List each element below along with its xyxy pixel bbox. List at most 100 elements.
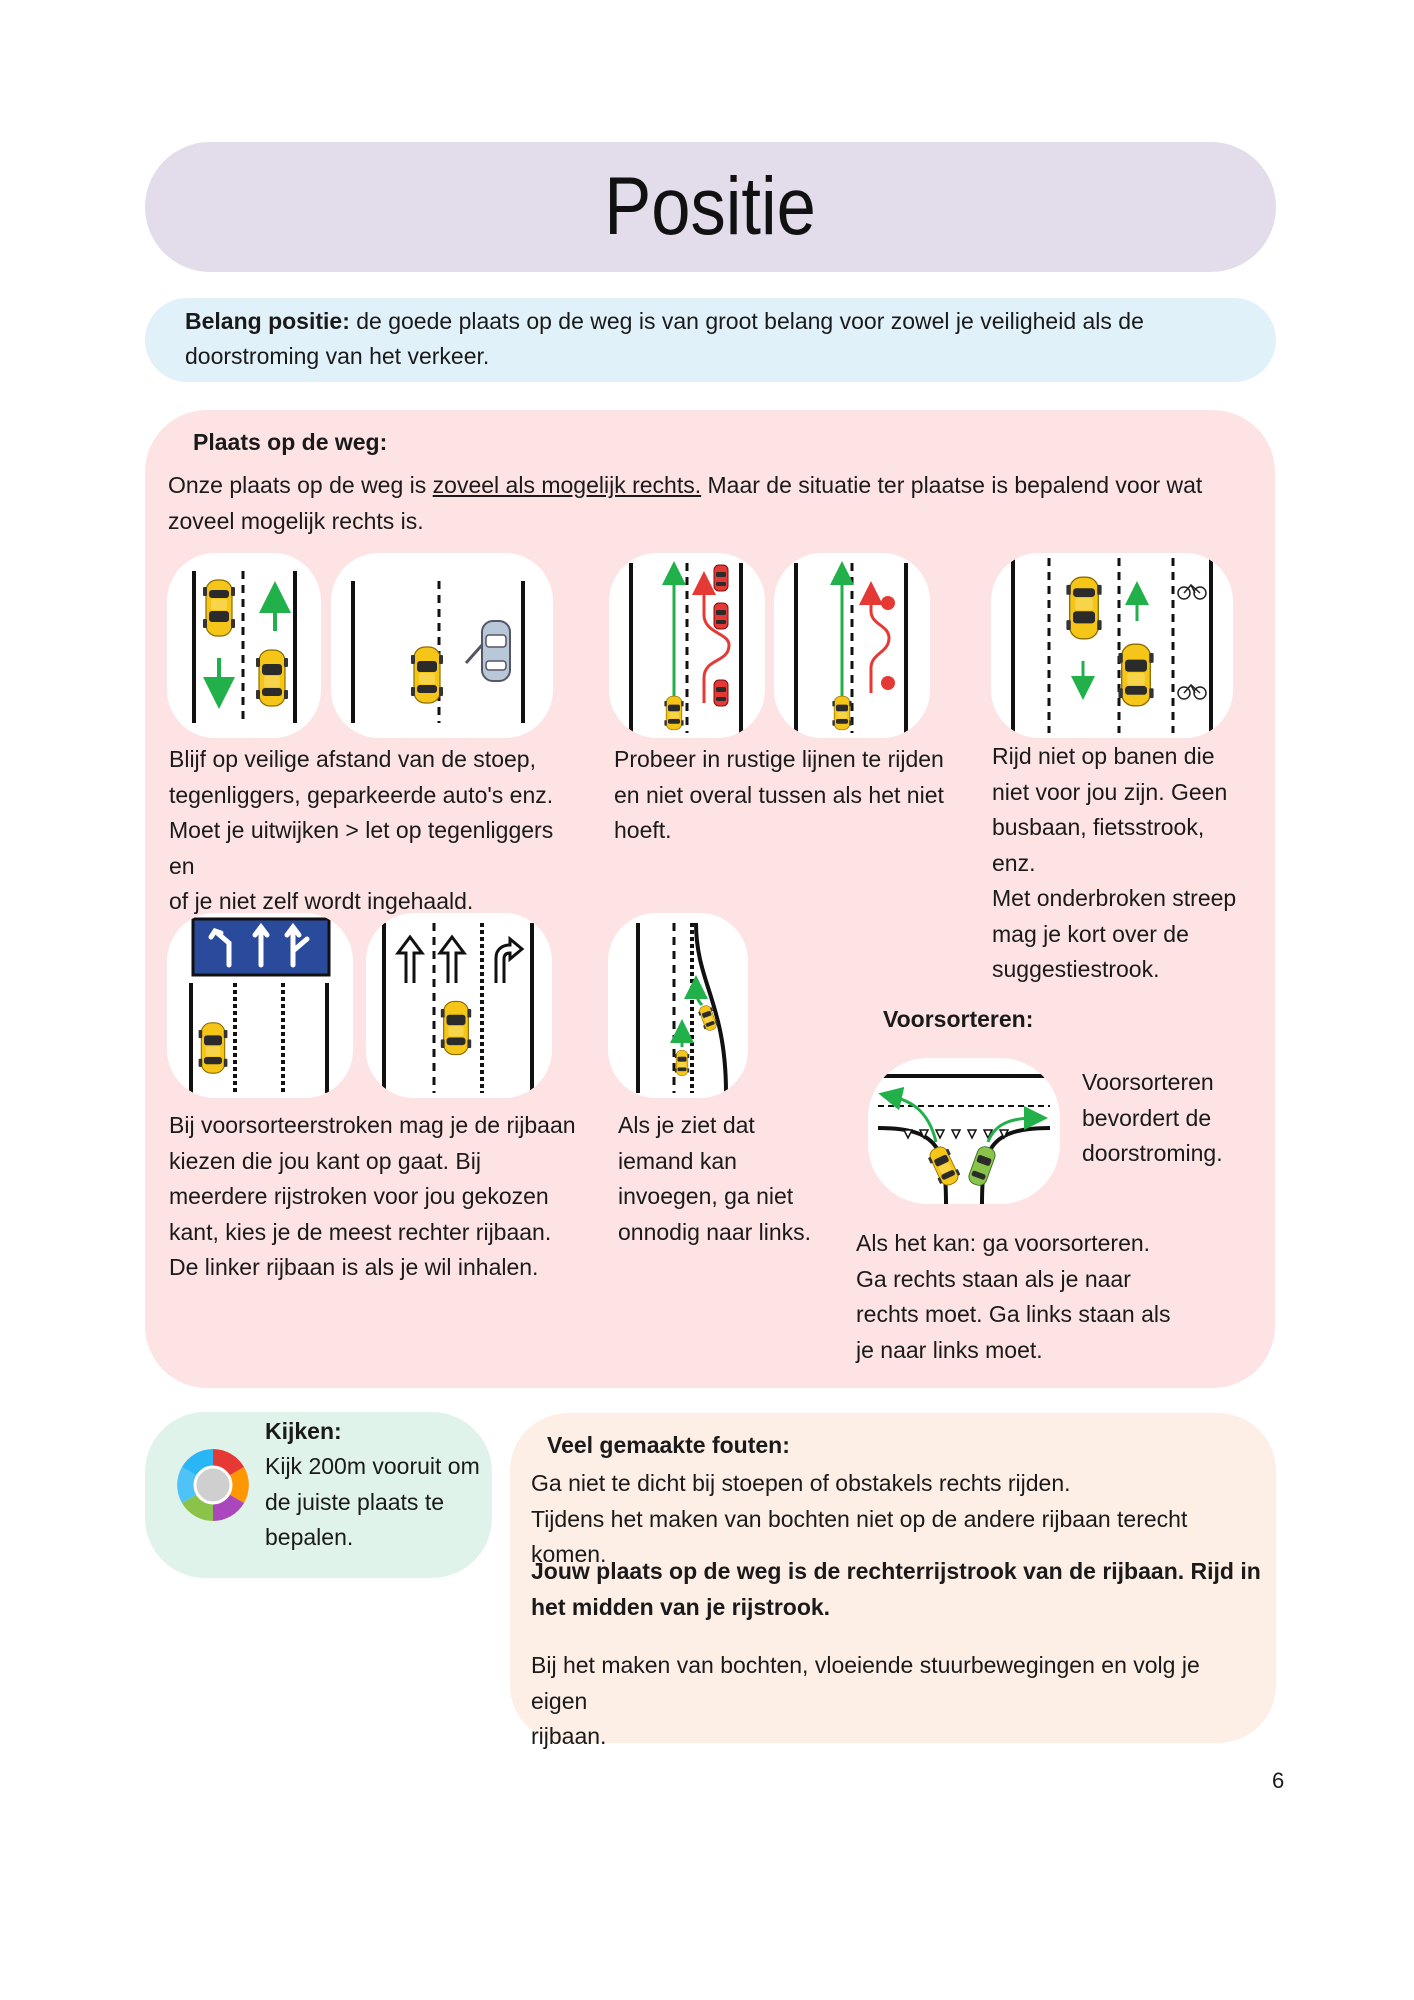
plaats-heading: Plaats op de weg: xyxy=(193,429,388,455)
belang-label: Belang positie: xyxy=(185,308,350,334)
illustration-bike-lanes xyxy=(991,553,1233,738)
tip-line: hoeft. xyxy=(614,817,672,843)
tip-line: rechts moet. Ga links staan als xyxy=(856,1301,1171,1327)
road-icon xyxy=(1011,558,1213,733)
fouten-line: Tijdens het maken van bochten niet op de… xyxy=(531,1505,1188,1568)
fouten-line: het midden van je rijstrook. xyxy=(531,1593,831,1620)
tip-line: en niet overal tussen als het niet xyxy=(614,781,944,808)
belang-box: Belang positie: de goede plaats op de we… xyxy=(145,298,1276,382)
kijken-text: Kijk 200m vooruit om de juiste plaats te… xyxy=(265,1449,485,1556)
voorsorteren-heading: Voorsorteren: xyxy=(883,1006,1034,1032)
fouten-line: Ga niet te dicht bij stoepen of obstakel… xyxy=(531,1470,1071,1496)
tip-line: Kijk 200m vooruit om xyxy=(265,1453,480,1479)
tip-line: tegenliggers, geparkeerde auto's enz. xyxy=(169,781,554,808)
title-banner: Positie xyxy=(145,142,1276,272)
car-icon xyxy=(713,602,729,630)
road-icon xyxy=(192,571,297,723)
parked-car-icon xyxy=(464,620,511,682)
car-icon xyxy=(925,1143,963,1189)
plaats-intro-after: Maar de situatie ter plaatse is bepalend… xyxy=(168,472,1203,534)
road-sign-icon xyxy=(189,917,331,1093)
tip-line: Rijd niet op banen die xyxy=(992,743,1215,769)
tip-line: of je niet zelf wordt ingehaald. xyxy=(169,888,474,914)
illustration-merge xyxy=(608,913,748,1098)
colorful-circle-icon xyxy=(168,1440,258,1530)
road-icon xyxy=(636,922,728,1094)
tip-line: Ga rechts staan als je naar xyxy=(856,1265,1131,1292)
car-icon xyxy=(713,564,729,592)
plaats-intro-before: Onze plaats op de weg is xyxy=(168,472,433,498)
cyclist-icon xyxy=(881,676,895,690)
car-icon xyxy=(1065,576,1103,640)
fouten-line: Bij het maken van bochten, vloeiende stu… xyxy=(531,1652,1200,1714)
tip-line: Probeer in rustige lijnen te rijden xyxy=(614,746,944,772)
car-icon xyxy=(410,646,444,704)
car-icon xyxy=(198,1022,228,1074)
car-icon xyxy=(664,695,684,731)
tip-line: doorstroming. xyxy=(1082,1140,1223,1166)
car-icon xyxy=(674,1050,690,1076)
tip-line: Als je ziet dat xyxy=(618,1112,755,1138)
fouten-box xyxy=(510,1413,1276,1743)
page-title: Positie xyxy=(604,161,817,252)
tip-lanes: Rijd niet op banen die niet voor jou zij… xyxy=(992,739,1252,988)
tip-line: kant, kies je de meest rechter rijbaan. xyxy=(169,1218,552,1245)
tip-voorsorteerstroken: Bij voorsorteerstroken mag je de rijbaan… xyxy=(169,1108,589,1286)
plaats-intro-underline: zoveel als mogelijk rechts. xyxy=(432,472,702,498)
illustration-lane-arrows xyxy=(366,913,552,1098)
tip-line: bevordert de xyxy=(1082,1104,1212,1131)
tip-line: busbaan, fietsstrook, enz. xyxy=(992,814,1205,876)
tip-line: bepalen. xyxy=(265,1524,354,1550)
voorsorteren-text: Als het kan: ga voorsorteren. Ga rechts … xyxy=(856,1226,1236,1368)
fouten-bold: Jouw plaats op de weg is de rechterrijst… xyxy=(531,1554,1261,1625)
car-icon xyxy=(713,679,729,707)
plaats-intro: Onze plaats op de weg is zoveel als moge… xyxy=(168,468,1238,539)
cyclist-icon xyxy=(881,596,895,610)
tip-line: Voorsorteren xyxy=(1082,1069,1214,1095)
car-icon xyxy=(202,579,236,637)
page-number: 6 xyxy=(1272,1768,1285,1793)
belang-text: Belang positie: de goede plaats op de we… xyxy=(185,304,1245,374)
tip-line: niet voor jou zijn. Geen xyxy=(992,778,1228,805)
fouten-line: rijbaan. xyxy=(531,1723,607,1749)
tip-line: je naar links moet. xyxy=(856,1336,1043,1363)
car-icon xyxy=(832,695,852,731)
road-icon xyxy=(794,561,908,733)
tip-line: Moet je uitwijken > let op tegenliggers … xyxy=(169,817,554,879)
intersection-icon xyxy=(877,1074,1051,1204)
kijken-heading: Kijken: xyxy=(265,1418,342,1444)
car-icon xyxy=(440,1000,472,1056)
tip-invoegen: Als je ziet dat iemand kan invoegen, ga … xyxy=(618,1108,838,1250)
voorsorteren-side-text: Voorsorteren bevordert de doorstroming. xyxy=(1082,1065,1262,1172)
tip-line: onnodig naar links. xyxy=(618,1218,812,1245)
tip-line: invoegen, ga niet xyxy=(618,1183,794,1209)
illustration-voorsorteren xyxy=(868,1058,1060,1204)
bicycle-icon xyxy=(1177,683,1207,700)
car-icon xyxy=(968,1146,996,1186)
illustration-smooth-lines xyxy=(609,553,765,738)
car-icon xyxy=(1117,643,1155,707)
car-icon xyxy=(255,649,289,707)
fouten-line: Jouw plaats op de weg is de rechterrijst… xyxy=(531,1558,1261,1584)
fouten-heading: Veel gemaakte fouten: xyxy=(547,1432,790,1458)
illustration-parked-car xyxy=(331,553,553,738)
illustration-oncoming-cars xyxy=(167,553,321,738)
tip-line: De linker rijbaan is als je wil inhalen. xyxy=(169,1254,539,1280)
tip-line: meerdere rijstroken voor jou gekozen xyxy=(169,1183,549,1209)
tip-line: Met onderbroken streep xyxy=(992,885,1237,911)
tip-safe-distance: Blijf op veilige afstand van de stoep, t… xyxy=(169,742,569,920)
road-icon xyxy=(629,561,743,733)
illustration-lane-sign xyxy=(167,913,353,1098)
road-icon xyxy=(351,581,525,723)
tip-smooth-lines: Probeer in rustige lijnen te rijden en n… xyxy=(614,742,954,849)
fouten-lines: Ga niet te dicht bij stoepen of obstakel… xyxy=(531,1466,1261,1573)
tip-line: Bij voorsorteerstroken mag je de rijbaan xyxy=(169,1112,576,1138)
tip-line: de juiste plaats te xyxy=(265,1488,445,1515)
tip-line: Als het kan: ga voorsorteren. xyxy=(856,1230,1151,1256)
tip-line: iemand kan xyxy=(618,1147,737,1174)
tip-line: Blijf op veilige afstand van de stoep, xyxy=(169,746,536,772)
lane-arrow-icon xyxy=(382,923,534,1093)
illustration-cyclist-swerve xyxy=(774,553,930,738)
bicycle-icon xyxy=(1177,583,1207,600)
tip-line: suggestiestrook. xyxy=(992,956,1160,982)
